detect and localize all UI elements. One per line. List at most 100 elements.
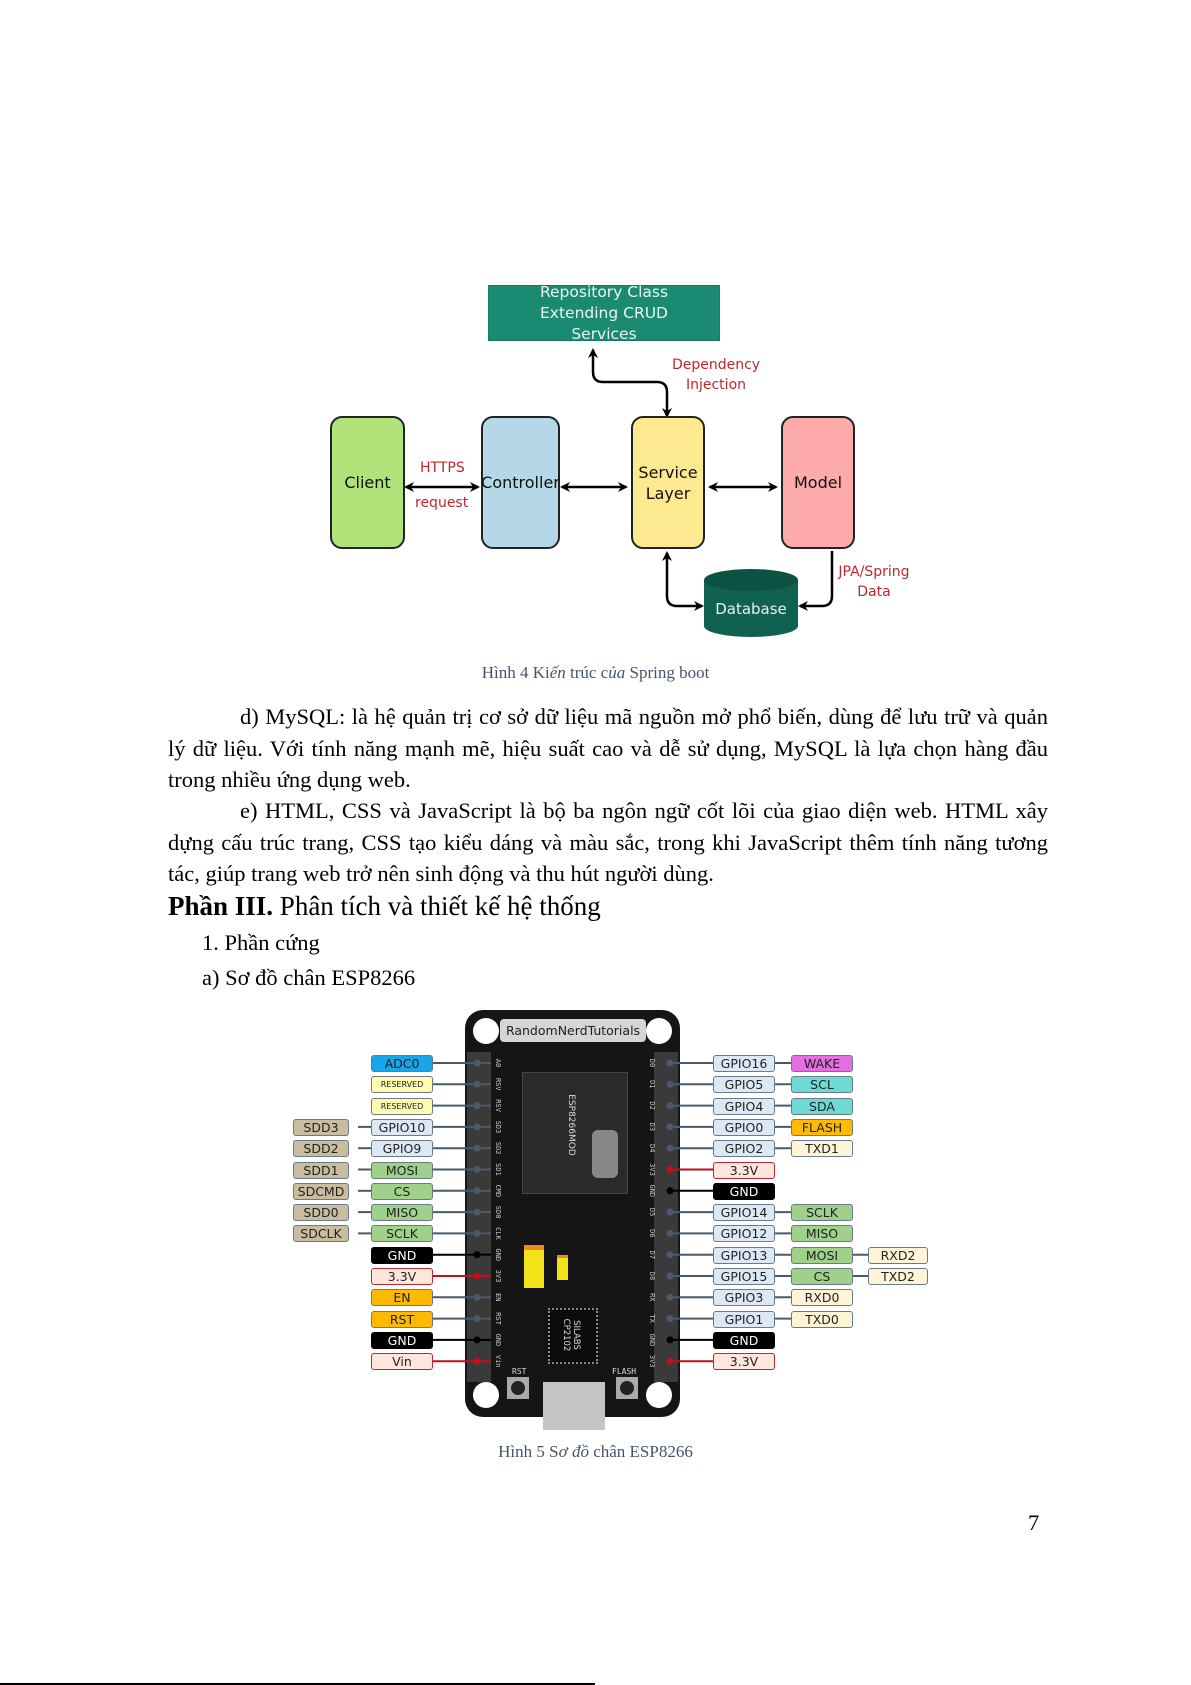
pin-header-dot <box>473 1123 481 1131</box>
pin-label: 3.3V <box>371 1268 433 1285</box>
page-number: 7 <box>1028 1510 1040 1535</box>
pin-label: MOSI <box>371 1161 433 1179</box>
pin-connectors: A0RSVRSVSD3SD2SD1CMDSD0CLKGND3V3ENRSTGND… <box>358 1052 870 1382</box>
pin-label: SDCMD <box>293 1182 349 1200</box>
pin-label: GPIO16 <box>713 1055 775 1072</box>
pin-label: WAKE <box>791 1055 853 1072</box>
board-pin-name: GND <box>648 1184 656 1197</box>
pin-label: TXD1 <box>791 1140 853 1158</box>
pin-label: SDCLK <box>293 1225 349 1243</box>
figure-5-caption: Hình 5 Sơ đồ chân ESP8266 <box>498 1442 693 1461</box>
pin-header-dot <box>473 1229 481 1237</box>
pin-label: RST <box>371 1310 433 1328</box>
pin-header-dot <box>473 1208 481 1216</box>
capacitor <box>524 1245 544 1288</box>
pin-label: CS <box>791 1268 853 1285</box>
board-pin-name: D1 <box>648 1080 656 1088</box>
pin-label: SCLK <box>371 1225 433 1243</box>
pin-header-dot <box>666 1166 674 1173</box>
pin-label: GND <box>371 1331 433 1349</box>
board-pin-name: RST <box>494 1312 502 1325</box>
flash-button <box>616 1377 638 1399</box>
pin-header-dot <box>666 1080 674 1088</box>
paragraph-mysql: d) MySQL: là hệ quản trị cơ sở dữ liệu m… <box>168 704 1048 792</box>
board-pin-name: GND <box>494 1248 502 1261</box>
pin-header-dot <box>473 1166 481 1173</box>
board-pin-name: GND <box>648 1334 656 1347</box>
pin-header-dot <box>666 1059 674 1067</box>
pin-label: SCL <box>791 1076 853 1094</box>
board-pin-name: CMD <box>494 1184 502 1197</box>
board-pin-name: 3V3 <box>648 1163 656 1176</box>
arrow-model-database <box>798 551 834 611</box>
section-heading: Phần III. Phân tích và thiết kế hệ thống <box>168 891 601 921</box>
arrow-service-database <box>662 551 704 611</box>
mount-hole <box>473 1382 499 1408</box>
page-bottom-rule <box>0 1683 595 1685</box>
pin-header-dot <box>666 1123 674 1131</box>
pin-label: GND <box>371 1246 433 1264</box>
pin-label: GPIO14 <box>713 1204 775 1222</box>
pin-header-dot <box>666 1208 674 1216</box>
mount-hole <box>646 1382 672 1408</box>
pin-label: GPIO4 <box>713 1097 775 1115</box>
pin-label: GPIO1 <box>713 1310 775 1328</box>
pin-header-dot <box>473 1187 481 1195</box>
service-layer-box: Service Layer <box>631 416 705 549</box>
board-pin-name: SD0 <box>494 1206 502 1219</box>
controller-box: Controller <box>481 416 560 549</box>
pin-header-dot <box>666 1336 674 1344</box>
pin-header-dot <box>473 1336 481 1344</box>
pin-header-dot <box>473 1251 481 1259</box>
pin-label: SDD2 <box>293 1140 349 1158</box>
pin-label: TXD2 <box>868 1268 928 1285</box>
pin-header-dot <box>473 1080 481 1088</box>
board-pin-name: RSV <box>494 1078 502 1091</box>
pin-header-dot <box>666 1272 674 1280</box>
pin-label: CS <box>371 1182 433 1200</box>
board-pin-name: 3V3 <box>648 1355 656 1368</box>
paragraph-html-css-js: e) HTML, CSS và JavaScript là bộ ba ngôn… <box>168 798 1048 886</box>
board-pin-name: D8 <box>648 1272 656 1280</box>
pin-label: SDD3 <box>293 1118 349 1136</box>
client-box: Client <box>330 416 405 549</box>
pin-label: SCLK <box>791 1204 853 1222</box>
pin-label: GPIO2 <box>713 1140 775 1158</box>
usb-chip <box>548 1308 598 1364</box>
board-pin-name: D7 <box>648 1250 656 1258</box>
board-pin-name: RSV <box>494 1099 502 1112</box>
pin-label: 3.3V <box>713 1353 775 1371</box>
pin-header-dot <box>473 1315 481 1323</box>
pin-header <box>654 1052 678 1382</box>
database-cylinder <box>704 569 798 637</box>
figure-4-caption: Hình 4 Kiến trúc của Spring boot <box>481 663 710 682</box>
pin-header-dot <box>666 1187 674 1195</box>
pin-label: GPIO12 <box>713 1225 775 1243</box>
pin-label: RXD2 <box>868 1246 928 1264</box>
pin-header-dot <box>666 1229 674 1237</box>
pin-label: GPIO9 <box>371 1140 433 1158</box>
rst-button-label: RST <box>512 1367 527 1376</box>
pin-label: SDD1 <box>293 1161 349 1179</box>
board-pin-name: RX <box>648 1293 656 1302</box>
model-box: Model <box>781 416 855 549</box>
pin-label: GPIO3 <box>713 1289 775 1307</box>
pin-label: MISO <box>791 1225 853 1243</box>
mount-hole <box>646 1018 672 1044</box>
pin-label: GPIO13 <box>713 1246 775 1264</box>
pin-header-dot <box>666 1251 674 1259</box>
pin-header-dot <box>473 1293 481 1301</box>
board-pin-name: D0 <box>648 1059 656 1067</box>
pin-label: TXD0 <box>791 1310 853 1328</box>
diagram-connectors <box>404 348 834 637</box>
dependency-injection-label: Dependency Injection <box>671 357 761 393</box>
pin-label: FLASH <box>791 1118 853 1136</box>
pin-label: GPIO10 <box>371 1118 433 1136</box>
board-pin-name: GND <box>494 1334 502 1347</box>
mount-hole <box>473 1018 499 1044</box>
flash-button-label: FLASH <box>612 1367 637 1376</box>
board-pin-name: SD3 <box>494 1121 502 1134</box>
board-pin-name: D6 <box>648 1229 656 1237</box>
board-pin-name: EN <box>494 1293 502 1301</box>
pin-label: GPIO0 <box>713 1118 775 1136</box>
